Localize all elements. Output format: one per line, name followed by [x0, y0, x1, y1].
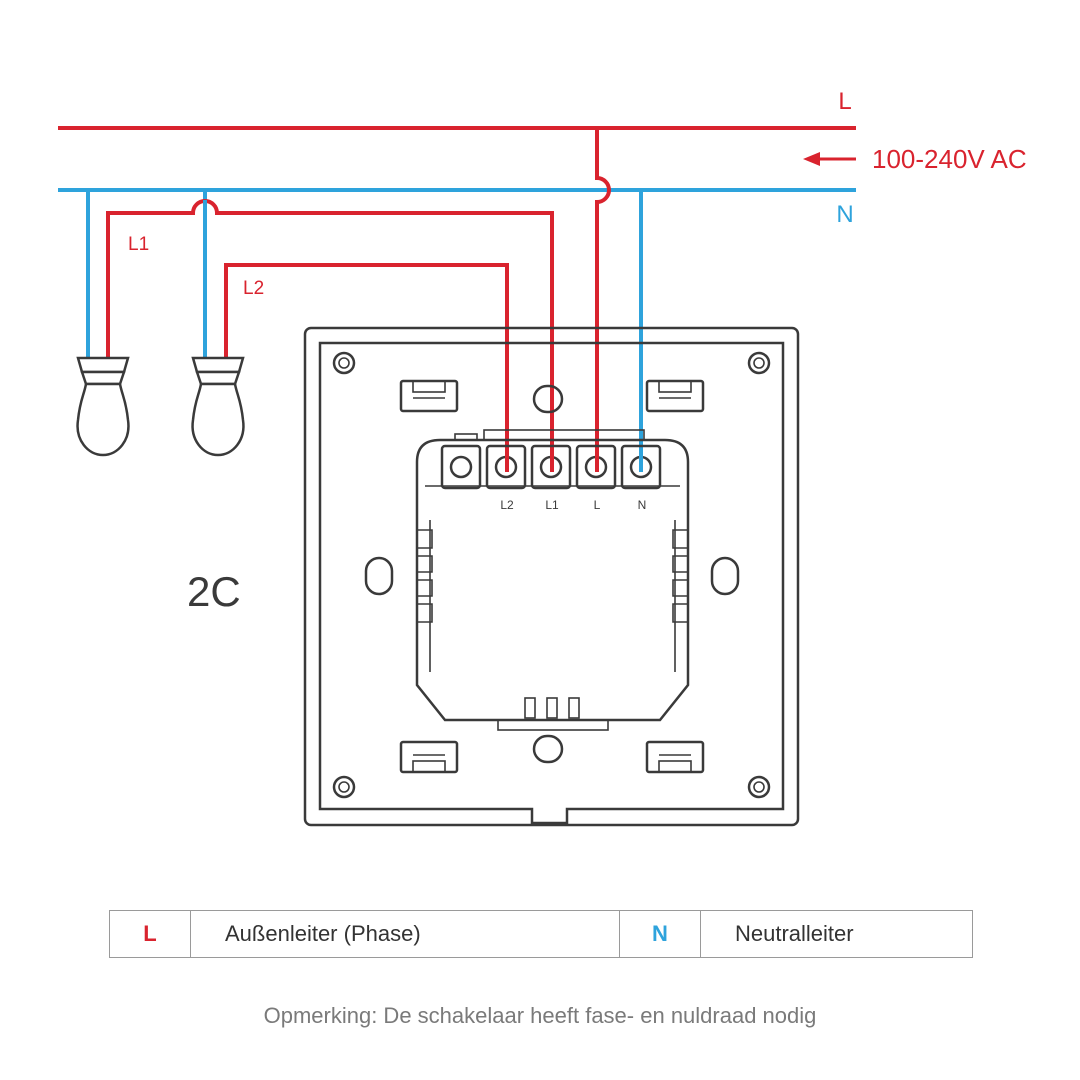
- screw-icon: [332, 775, 356, 799]
- mounting-slot: [532, 734, 564, 764]
- switch-module: [415, 438, 690, 722]
- label-line-L: L: [838, 88, 851, 115]
- label-supply-voltage: 100-240V AC: [872, 144, 1027, 174]
- screw-icon: [747, 351, 771, 375]
- label-line-N: N: [836, 201, 853, 228]
- label-load-L1: L1: [128, 234, 149, 255]
- clip-icon: [399, 740, 459, 774]
- phase-wire-switch: [595, 128, 611, 470]
- mounting-slot: [532, 384, 564, 414]
- footer-note: Opmerking: De schakelaar heeft fase- en …: [263, 1003, 817, 1028]
- model-label: 2C: [187, 568, 241, 615]
- label-load-L2: L2: [243, 278, 264, 299]
- screw-icon: [332, 351, 356, 375]
- legend-code-N: N: [619, 910, 701, 958]
- legend-row: L Außenleiter (Phase) N Neutralleiter: [109, 910, 973, 958]
- mounting-slot: [710, 556, 740, 596]
- legend-description-L: Außenleiter (Phase): [190, 910, 620, 958]
- legend-description-N: Neutralleiter: [700, 910, 973, 958]
- terminal-label: N: [638, 498, 647, 512]
- clip-icon: [645, 740, 705, 774]
- mounting-slot: [364, 556, 394, 596]
- lamp-2-icon: [191, 356, 245, 457]
- supply-arrow-icon: [803, 152, 856, 166]
- load-wire-L2: [224, 263, 509, 470]
- terminal-label: L1: [545, 498, 559, 512]
- screw-icon: [747, 775, 771, 799]
- terminal-label: L: [594, 498, 601, 512]
- clip-icon: [399, 379, 459, 413]
- legend-table: L Außenleiter (Phase) N Neutralleiter: [109, 910, 973, 958]
- legend-code-L: L: [109, 910, 191, 958]
- switch-back-plate: L2 L1 L N: [303, 326, 800, 827]
- clip-icon: [645, 379, 705, 413]
- terminal-unused: [440, 444, 482, 490]
- lamp-1-icon: [76, 356, 130, 457]
- terminal-label: L2: [500, 498, 514, 512]
